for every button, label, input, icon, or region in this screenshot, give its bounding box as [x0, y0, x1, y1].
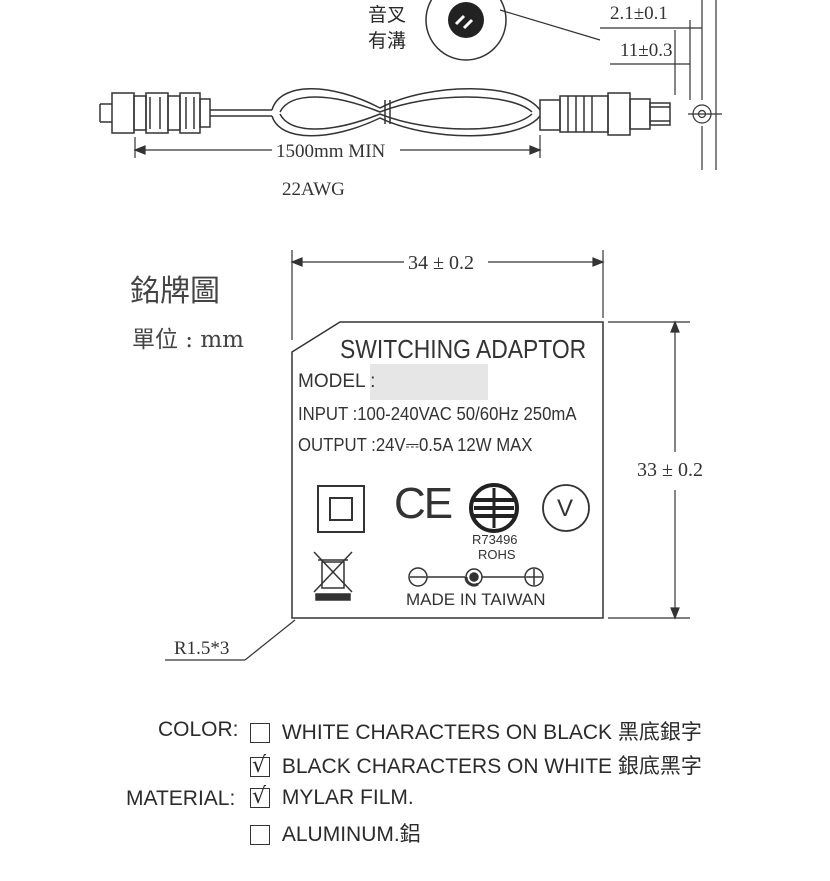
barrel-plug: [539, 92, 671, 136]
checkbox-aluminum[interactable]: [250, 825, 270, 846]
checkbox-mylar[interactable]: √: [250, 784, 270, 810]
output-spec: OUTPUT :24V⎓0.5A 12W MAX: [298, 435, 533, 455]
model-redacted-field: [370, 364, 488, 400]
model-label: MODEL :: [298, 371, 376, 392]
rohs-label: ROHS: [478, 547, 516, 562]
nameplate-outline: [291, 321, 604, 619]
checkbox-black-on-white[interactable]: √: [250, 753, 270, 779]
ce-mark-icon: CE: [394, 479, 453, 528]
left-connector: [99, 92, 211, 134]
v-mark-letter: V: [557, 495, 574, 522]
cable-length-dim: 1500mm MIN: [276, 141, 386, 162]
barrel-length-dim: 11±0.3: [620, 40, 673, 61]
option-text: MYLAR FILM.: [281, 786, 414, 809]
corner-radius-dim: R1.5*3: [174, 638, 230, 659]
option-black-on-white: √ BLACK CHARACTERS ON WHITE 銀底黑字: [250, 750, 702, 780]
width-dim: 34 ± 0.2: [408, 252, 474, 274]
color-label: COLOR:: [158, 718, 239, 741]
made-in: MADE IN TAIWAN: [406, 590, 546, 609]
polarity-icon: [408, 567, 544, 587]
material-label: MATERIAL:: [126, 787, 236, 810]
unit-label: 單位 : mm: [132, 327, 244, 353]
nameplate-title: SWITCHING ADAPTOR: [340, 334, 587, 364]
nameplate-dimension-lines: [165, 250, 690, 661]
option-mylar: √ MYLAR FILM.: [250, 784, 414, 810]
option-text: ALUMINUM.鋁: [281, 823, 421, 846]
check-mark-icon: √: [252, 753, 267, 779]
option-text: BLACK CHARACTERS ON WHITE 銀底黑字: [281, 755, 702, 778]
option-aluminum: ALUMINUM.鋁: [250, 818, 421, 848]
length-dimension: [133, 135, 542, 158]
bsmi-mark-icon: [469, 483, 519, 533]
double-insulation-icon: [317, 485, 365, 533]
cable-loop: [210, 88, 541, 137]
section-title: 銘牌圖: [130, 274, 220, 309]
check-mark-icon: √: [252, 784, 267, 810]
option-text: WHITE CHARACTERS ON BLACK 黑底銀字: [281, 721, 702, 744]
notch-note-line2: 有溝: [368, 30, 407, 52]
plug-dimension-lines: [499, 0, 722, 170]
v-mark-icon: [542, 484, 590, 532]
notch-detail-circle: [425, 0, 507, 61]
notch-note: 音叉 有溝: [368, 2, 406, 54]
option-white-on-black: WHITE CHARACTERS ON BLACK 黑底銀字: [250, 716, 702, 746]
checkbox-white-on-black[interactable]: [250, 723, 270, 744]
cert-code: R73496: [472, 532, 518, 547]
height-dim: 33 ± 0.2: [637, 459, 703, 481]
input-spec: INPUT :100-240VAC 50/60Hz 250mA: [298, 404, 577, 424]
notch-note-line1: 音叉: [368, 4, 407, 26]
weee-bin-icon: [313, 551, 353, 601]
pin-diameter-dim: 2.1±0.1: [610, 3, 668, 24]
wire-gauge: 22AWG: [282, 179, 345, 200]
